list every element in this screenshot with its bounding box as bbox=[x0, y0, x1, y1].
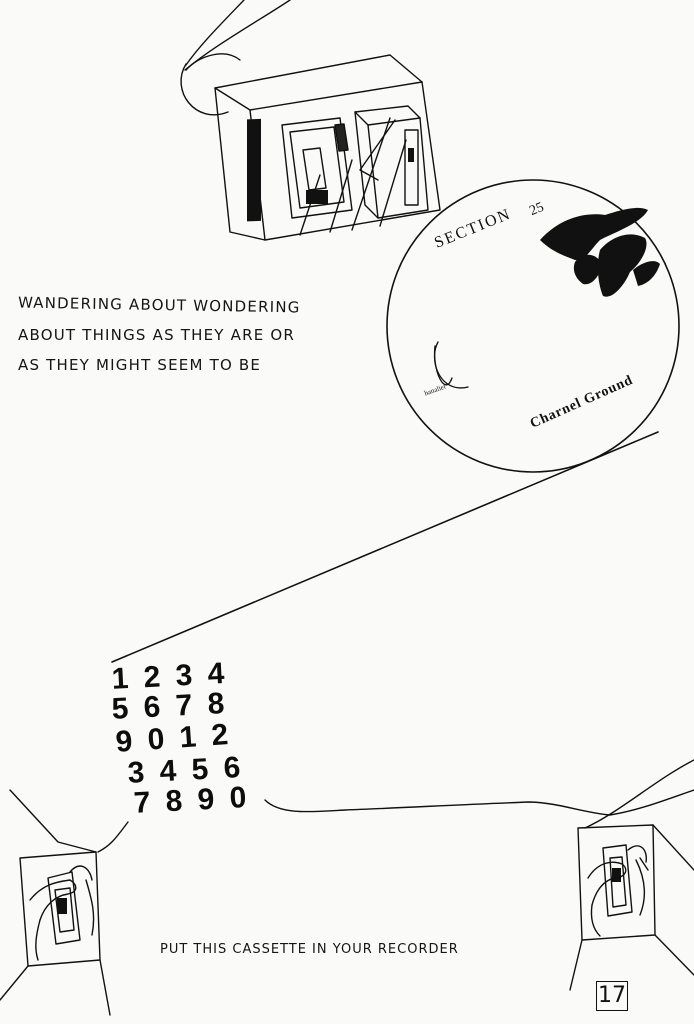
disc-icon bbox=[386, 179, 680, 473]
hand-holding-cassette-icon bbox=[0, 789, 129, 1016]
cassette-player-icon bbox=[214, 54, 441, 241]
hand-holding-cassette-icon bbox=[569, 824, 694, 991]
digit: 9 bbox=[114, 724, 134, 759]
page-number: 17 bbox=[596, 981, 628, 1011]
corner-line-right bbox=[584, 759, 694, 829]
instruction-text: PUT THIS CASSETTE IN YOUR RECORDER bbox=[160, 942, 459, 957]
caption-line-3: AS THEY MIGHT SEEM TO BE bbox=[18, 356, 262, 374]
digit: 8 bbox=[164, 784, 184, 819]
digit: 8 bbox=[206, 687, 226, 721]
digit: 0 bbox=[146, 722, 166, 757]
digit: 1 bbox=[178, 720, 198, 755]
wavy-line bbox=[264, 789, 694, 816]
digit: 6 bbox=[142, 690, 162, 725]
digit: 0 bbox=[228, 781, 248, 815]
diagonal-line bbox=[111, 431, 659, 663]
number-grid: 1 2 3 4 5 6 7 8 9 0 1 2 3 4 5 6 7 8 9 0 bbox=[100, 657, 280, 822]
ink-smudge-icon bbox=[540, 207, 660, 297]
digit: 7 bbox=[132, 786, 152, 820]
digit: 9 bbox=[196, 782, 216, 817]
caption-line-2: ABOUT THINGS AS THEY ARE OR bbox=[18, 326, 295, 344]
digit: 5 bbox=[110, 692, 130, 726]
digit: 2 bbox=[210, 718, 230, 753]
number-row: 7 8 9 0 bbox=[125, 781, 255, 822]
arm-sketch-icon bbox=[180, 0, 291, 116]
digit: 7 bbox=[174, 688, 194, 723]
